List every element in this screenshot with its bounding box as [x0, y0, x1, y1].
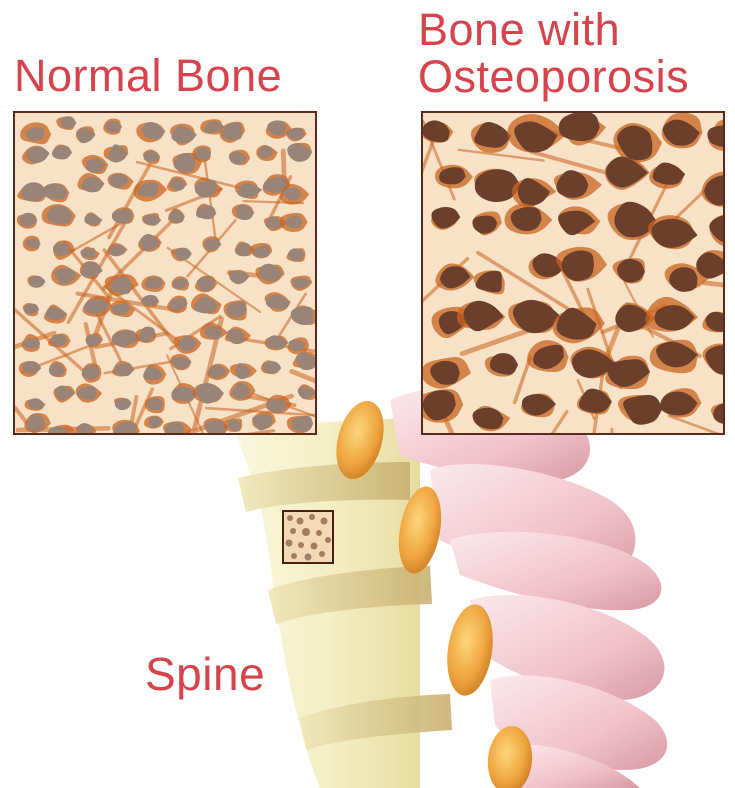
osteoporosis-bone-panel: [421, 111, 725, 435]
trabecular-bone-dense-icon: [15, 113, 315, 433]
bone-sample-square-icon: [284, 512, 332, 562]
normal-bone-label: Normal Bone: [14, 52, 282, 99]
osteoporosis-label-line2: Osteoporosis: [418, 53, 689, 100]
osteoporosis-label-line1: Bone with: [418, 6, 689, 53]
osteoporosis-label: Bone with Osteoporosis: [418, 6, 689, 101]
spine-bone-sample-inset: [282, 510, 334, 564]
normal-bone-panel: [13, 111, 317, 435]
trabecular-bone-porous-icon: [423, 113, 723, 433]
spine-label: Spine: [145, 650, 265, 698]
